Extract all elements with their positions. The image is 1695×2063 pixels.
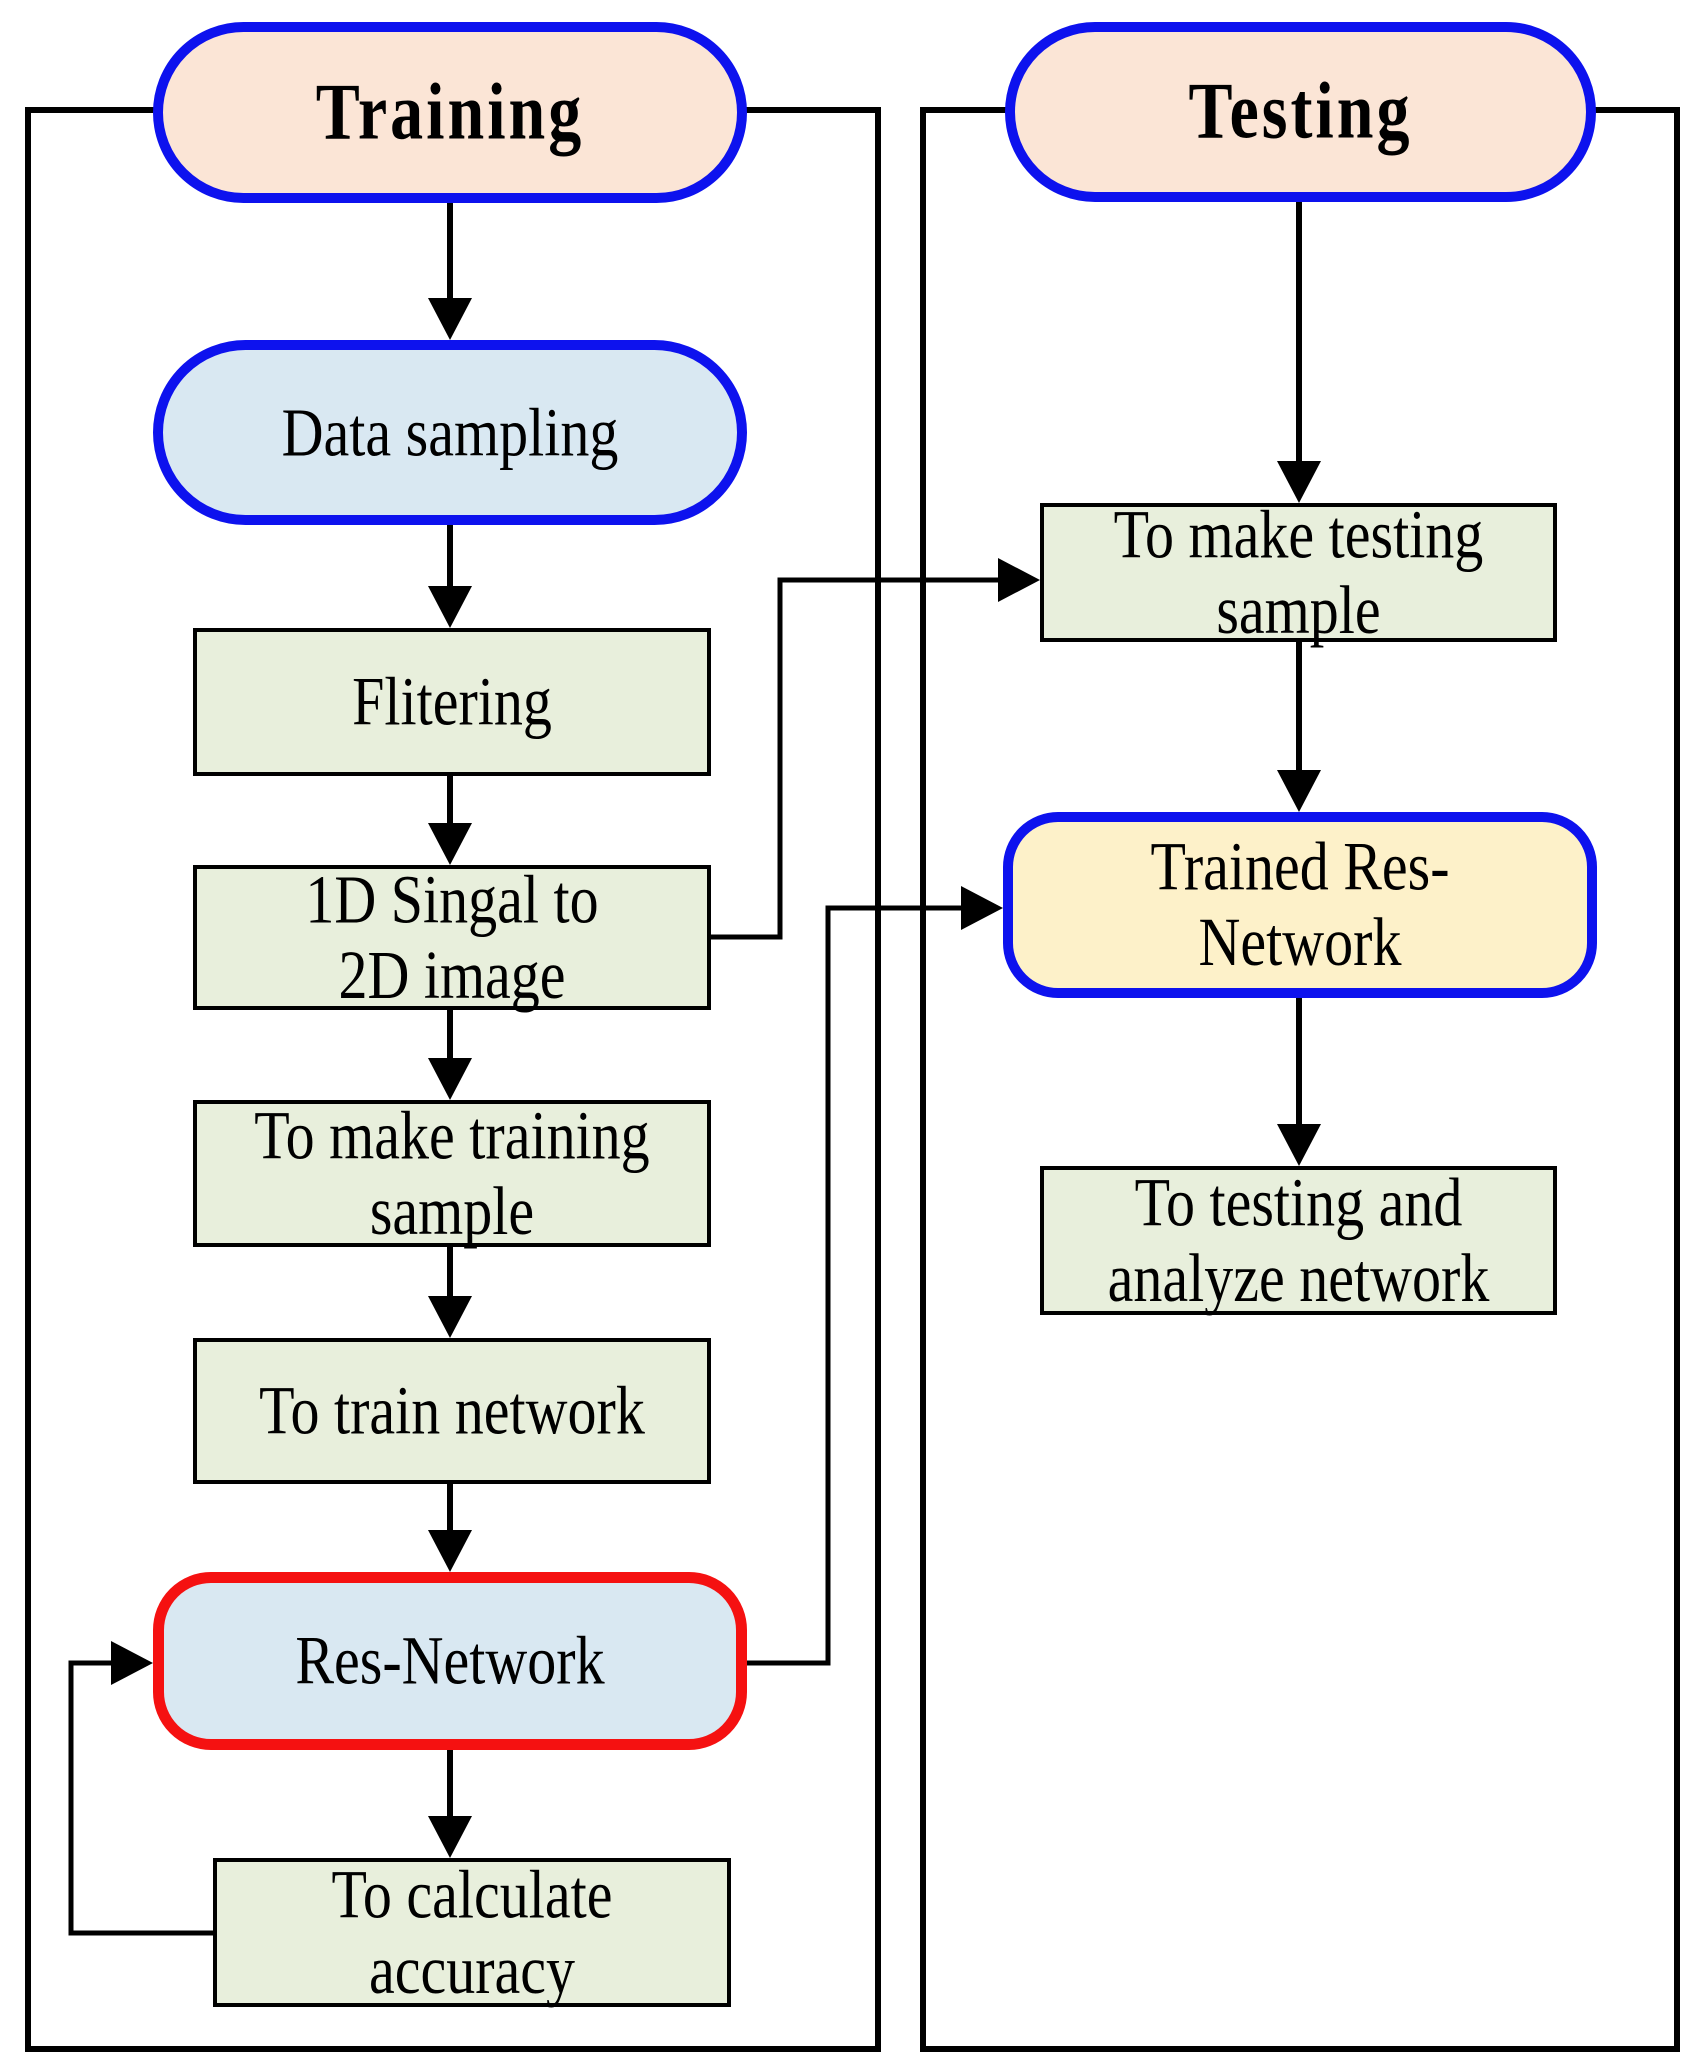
- arrow-training-to-datasampling: [428, 203, 472, 340]
- calculate-accuracy-label: To calculate accuracy: [331, 1855, 613, 2009]
- training-header-label: Training: [315, 67, 585, 157]
- filtering-box: Flitering: [193, 628, 711, 776]
- arrow-resnetwork-to-accuracy: [428, 1750, 472, 1858]
- testing-header-pill: Testing: [1005, 22, 1596, 202]
- signal-to-image-box: 1D Singal to 2D image: [193, 860, 711, 1014]
- calculate-accuracy-box: To calculate accuracy: [213, 1855, 731, 2009]
- res-network-pill: Res-Network: [153, 1572, 747, 1750]
- make-training-sample-label: To make training sample: [254, 1096, 650, 1250]
- connector-signal-to-maketesting: [711, 558, 1040, 940]
- arrow-datasampling-to-filtering: [428, 525, 472, 628]
- train-network-box: To train network: [193, 1338, 711, 1484]
- testing-analyze-network-box: To testing and analyze network: [1040, 1163, 1557, 1317]
- train-network-label: To train network: [259, 1372, 645, 1449]
- make-testing-sample-label: To make testing sample: [1113, 495, 1484, 649]
- connector-accuracy-loopback-to-resnetwork: [68, 1641, 213, 1936]
- testing-analyze-network-label: To testing and analyze network: [1107, 1163, 1490, 1317]
- trained-res-network-pill: Trained Res- Network: [1003, 812, 1597, 998]
- arrow-testing-to-maketesting: [1277, 202, 1321, 503]
- testing-header-label: Testing: [1188, 66, 1413, 156]
- make-training-sample-box: To make training sample: [193, 1096, 711, 1250]
- arrow-maketesting-to-trainedres: [1277, 642, 1321, 812]
- arrow-trainnetwork-to-resnetwork: [428, 1484, 472, 1572]
- training-header-pill: Training: [153, 22, 747, 203]
- data-sampling-pill: Data sampling: [153, 340, 747, 525]
- arrow-filtering-to-signal: [428, 776, 472, 865]
- res-network-label: Res-Network: [295, 1622, 605, 1699]
- connector-resnetwork-to-trainedres: [745, 886, 1003, 1666]
- signal-to-image-label: 1D Singal to 2D image: [305, 860, 599, 1014]
- trained-res-network-label: Trained Res- Network: [1150, 828, 1450, 981]
- arrow-signal-to-maketraining: [428, 1010, 472, 1100]
- data-sampling-label: Data sampling: [281, 393, 619, 471]
- arrow-trainedres-to-analyze: [1277, 998, 1321, 1166]
- filtering-label: Flitering: [352, 663, 552, 740]
- make-testing-sample-box: To make testing sample: [1040, 496, 1557, 647]
- arrow-maketraining-to-trainnetwork: [428, 1247, 472, 1338]
